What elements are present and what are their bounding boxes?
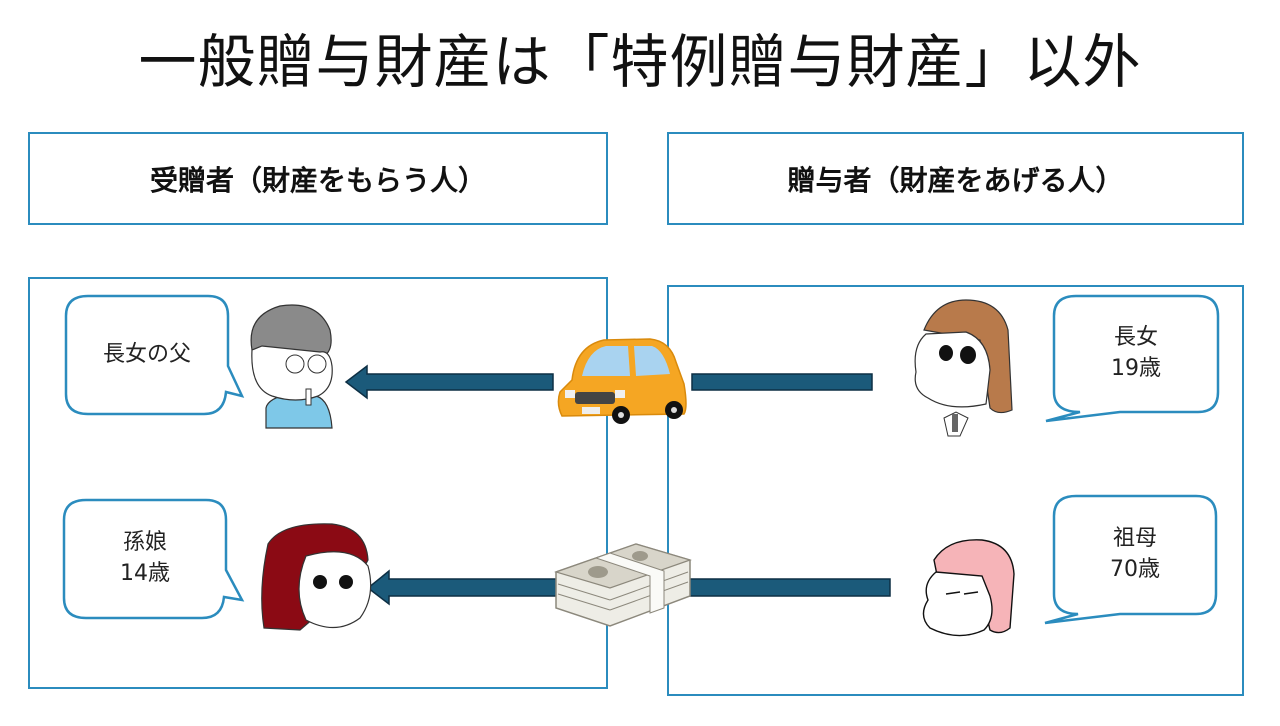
donor-header-box: 贈与者（財産をあげる人）: [667, 132, 1244, 225]
label-line: 長女の父: [102, 342, 191, 367]
recipient-bubble-1: [64, 294, 245, 416]
recipient-bubble-2: [62, 498, 245, 620]
father-face-icon: [250, 304, 333, 429]
transfer-arrow-1: [344, 364, 873, 400]
car-icon: [557, 338, 687, 424]
recipient-1-label: 長女の父: [66, 339, 228, 370]
recipient-header-box: 受贈者（財産をもらう人）: [28, 132, 608, 225]
cash-bundle-icon: [554, 543, 692, 627]
label-line: 14歳: [120, 561, 170, 586]
label-line: 長女: [1113, 325, 1158, 350]
granddaughter-face-icon: [261, 523, 372, 631]
donor-1-label: 長女 19歳: [1054, 322, 1218, 384]
label-line: 70歳: [1110, 557, 1160, 582]
donor-header-label: 贈与者（財産をあげる人）: [787, 163, 1124, 197]
recipient-2-label: 孫娘 14歳: [64, 527, 226, 589]
slide-title: 一般贈与財産は「特例贈与財産」以外: [138, 28, 1142, 96]
label-line: 孫娘: [122, 530, 167, 555]
eldest-daughter-face-icon: [914, 299, 1013, 437]
donor-2-label: 祖母 70歳: [1054, 523, 1216, 585]
recipient-header-label: 受贈者（財産をもらう人）: [149, 163, 486, 197]
donor-bubble-1: [1045, 294, 1220, 423]
label-line: 19歳: [1111, 356, 1161, 381]
label-line: 祖母: [1112, 526, 1157, 551]
grandmother-face-icon: [922, 539, 1015, 637]
donor-bubble-2: [1044, 494, 1218, 625]
